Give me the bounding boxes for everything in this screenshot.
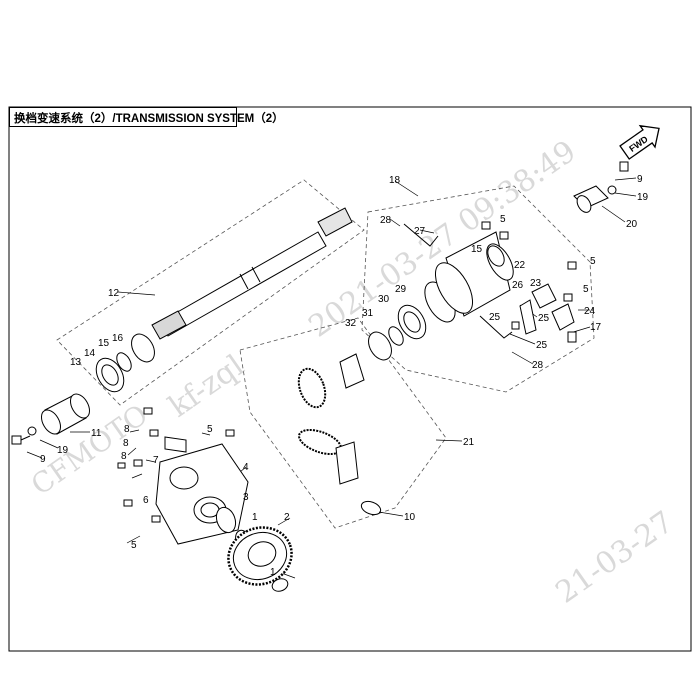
callout-5-left-a: 5 <box>207 424 213 435</box>
callout-8-a: 8 <box>124 424 130 435</box>
callout-19-left: 19 <box>57 445 69 456</box>
bevel-pinion <box>297 353 365 409</box>
sensor-bracket <box>573 185 609 213</box>
leader-lines <box>26 177 637 579</box>
callout-13: 13 <box>70 357 82 368</box>
callout-5-right-b: 5 <box>590 256 596 267</box>
shaft-group-box <box>56 179 365 406</box>
callout-21: 21 <box>463 437 475 448</box>
housing-bolts <box>117 407 235 523</box>
callout-16: 16 <box>112 333 124 344</box>
circlip-1-bottom <box>271 578 289 592</box>
callout-3: 3 <box>243 492 249 503</box>
clip-27 <box>403 223 439 247</box>
callout-25-c: 25 <box>536 340 548 351</box>
callout-5-left-b: 5 <box>131 540 137 551</box>
callout-9-left: 9 <box>40 454 46 465</box>
main-shaft <box>151 207 353 340</box>
callout-17: 17 <box>590 322 602 333</box>
shaft-bearings <box>95 333 155 393</box>
fwd-arrow-icon: FWD <box>619 124 660 160</box>
bevel-ring-gear <box>298 428 359 485</box>
callout-1-bottom: 1 <box>270 567 276 578</box>
oil-seal-22 <box>487 245 505 267</box>
seal-ring-3 <box>215 506 237 534</box>
callout-30: 30 <box>378 294 390 305</box>
callout-4: 4 <box>243 462 249 473</box>
bolt-9-right <box>619 161 629 172</box>
callout-1-top: 1 <box>252 512 258 523</box>
washer-19-left <box>27 426 37 436</box>
right-bearings <box>368 304 427 361</box>
watermark-date-fragment: 21-03-27 <box>550 505 680 611</box>
callout-24: 24 <box>584 306 596 317</box>
coupler-sleeve <box>41 393 90 435</box>
callout-18: 18 <box>389 175 401 186</box>
callout-15-left: 15 <box>98 338 110 349</box>
callout-25-b: 25 <box>489 312 501 323</box>
watermark-user: kf-zql <box>163 348 251 424</box>
callout-32: 32 <box>345 318 357 329</box>
callout-6: 6 <box>143 495 149 506</box>
callout-23: 23 <box>530 278 542 289</box>
washer-19-right <box>607 185 617 195</box>
right-bolts <box>481 221 577 330</box>
callout-20: 20 <box>626 219 638 230</box>
callout-12: 12 <box>108 288 120 299</box>
callout-19-right: 19 <box>637 192 649 203</box>
outer-border <box>8 106 692 652</box>
callout-14: 14 <box>84 348 96 359</box>
large-gear <box>227 526 293 586</box>
clip-28-lower <box>479 315 513 339</box>
gear-group-box <box>239 317 447 529</box>
callout-11: 11 <box>91 428 102 439</box>
bolt-9-left <box>11 435 31 445</box>
callout-22: 22 <box>514 260 526 271</box>
callout-8-b: 8 <box>123 438 129 449</box>
shift-arm <box>519 283 577 343</box>
group-boxes <box>56 179 595 529</box>
diagram-title: 换档变速系统（2）/TRANSMISSION SYSTEM（2） <box>14 113 284 125</box>
callout-2: 2 <box>284 512 290 523</box>
callout-5-right-a: 5 <box>500 214 506 225</box>
callout-26: 26 <box>512 280 524 291</box>
callout-28-top: 28 <box>380 215 392 226</box>
callout-labels: 12 16 15 14 13 11 19 9 8 8 7 8 6 5 5 4 3… <box>40 174 649 578</box>
callout-27: 27 <box>414 226 426 237</box>
callout-9-right: 9 <box>637 174 643 185</box>
callout-28-bottom: 28 <box>532 360 544 371</box>
callout-7: 7 <box>153 455 159 466</box>
title-bar: 换档变速系统（2）/TRANSMISSION SYSTEM（2） <box>9 107 284 127</box>
shim-10 <box>360 500 382 516</box>
callout-29: 29 <box>395 284 407 295</box>
callout-10: 10 <box>404 512 416 523</box>
callout-5-right-c: 5 <box>583 284 589 295</box>
callout-25-a: 25 <box>538 313 550 324</box>
callout-31: 31 <box>362 308 374 319</box>
callout-15-right: 15 <box>471 244 483 255</box>
callout-8-c: 8 <box>121 451 127 462</box>
